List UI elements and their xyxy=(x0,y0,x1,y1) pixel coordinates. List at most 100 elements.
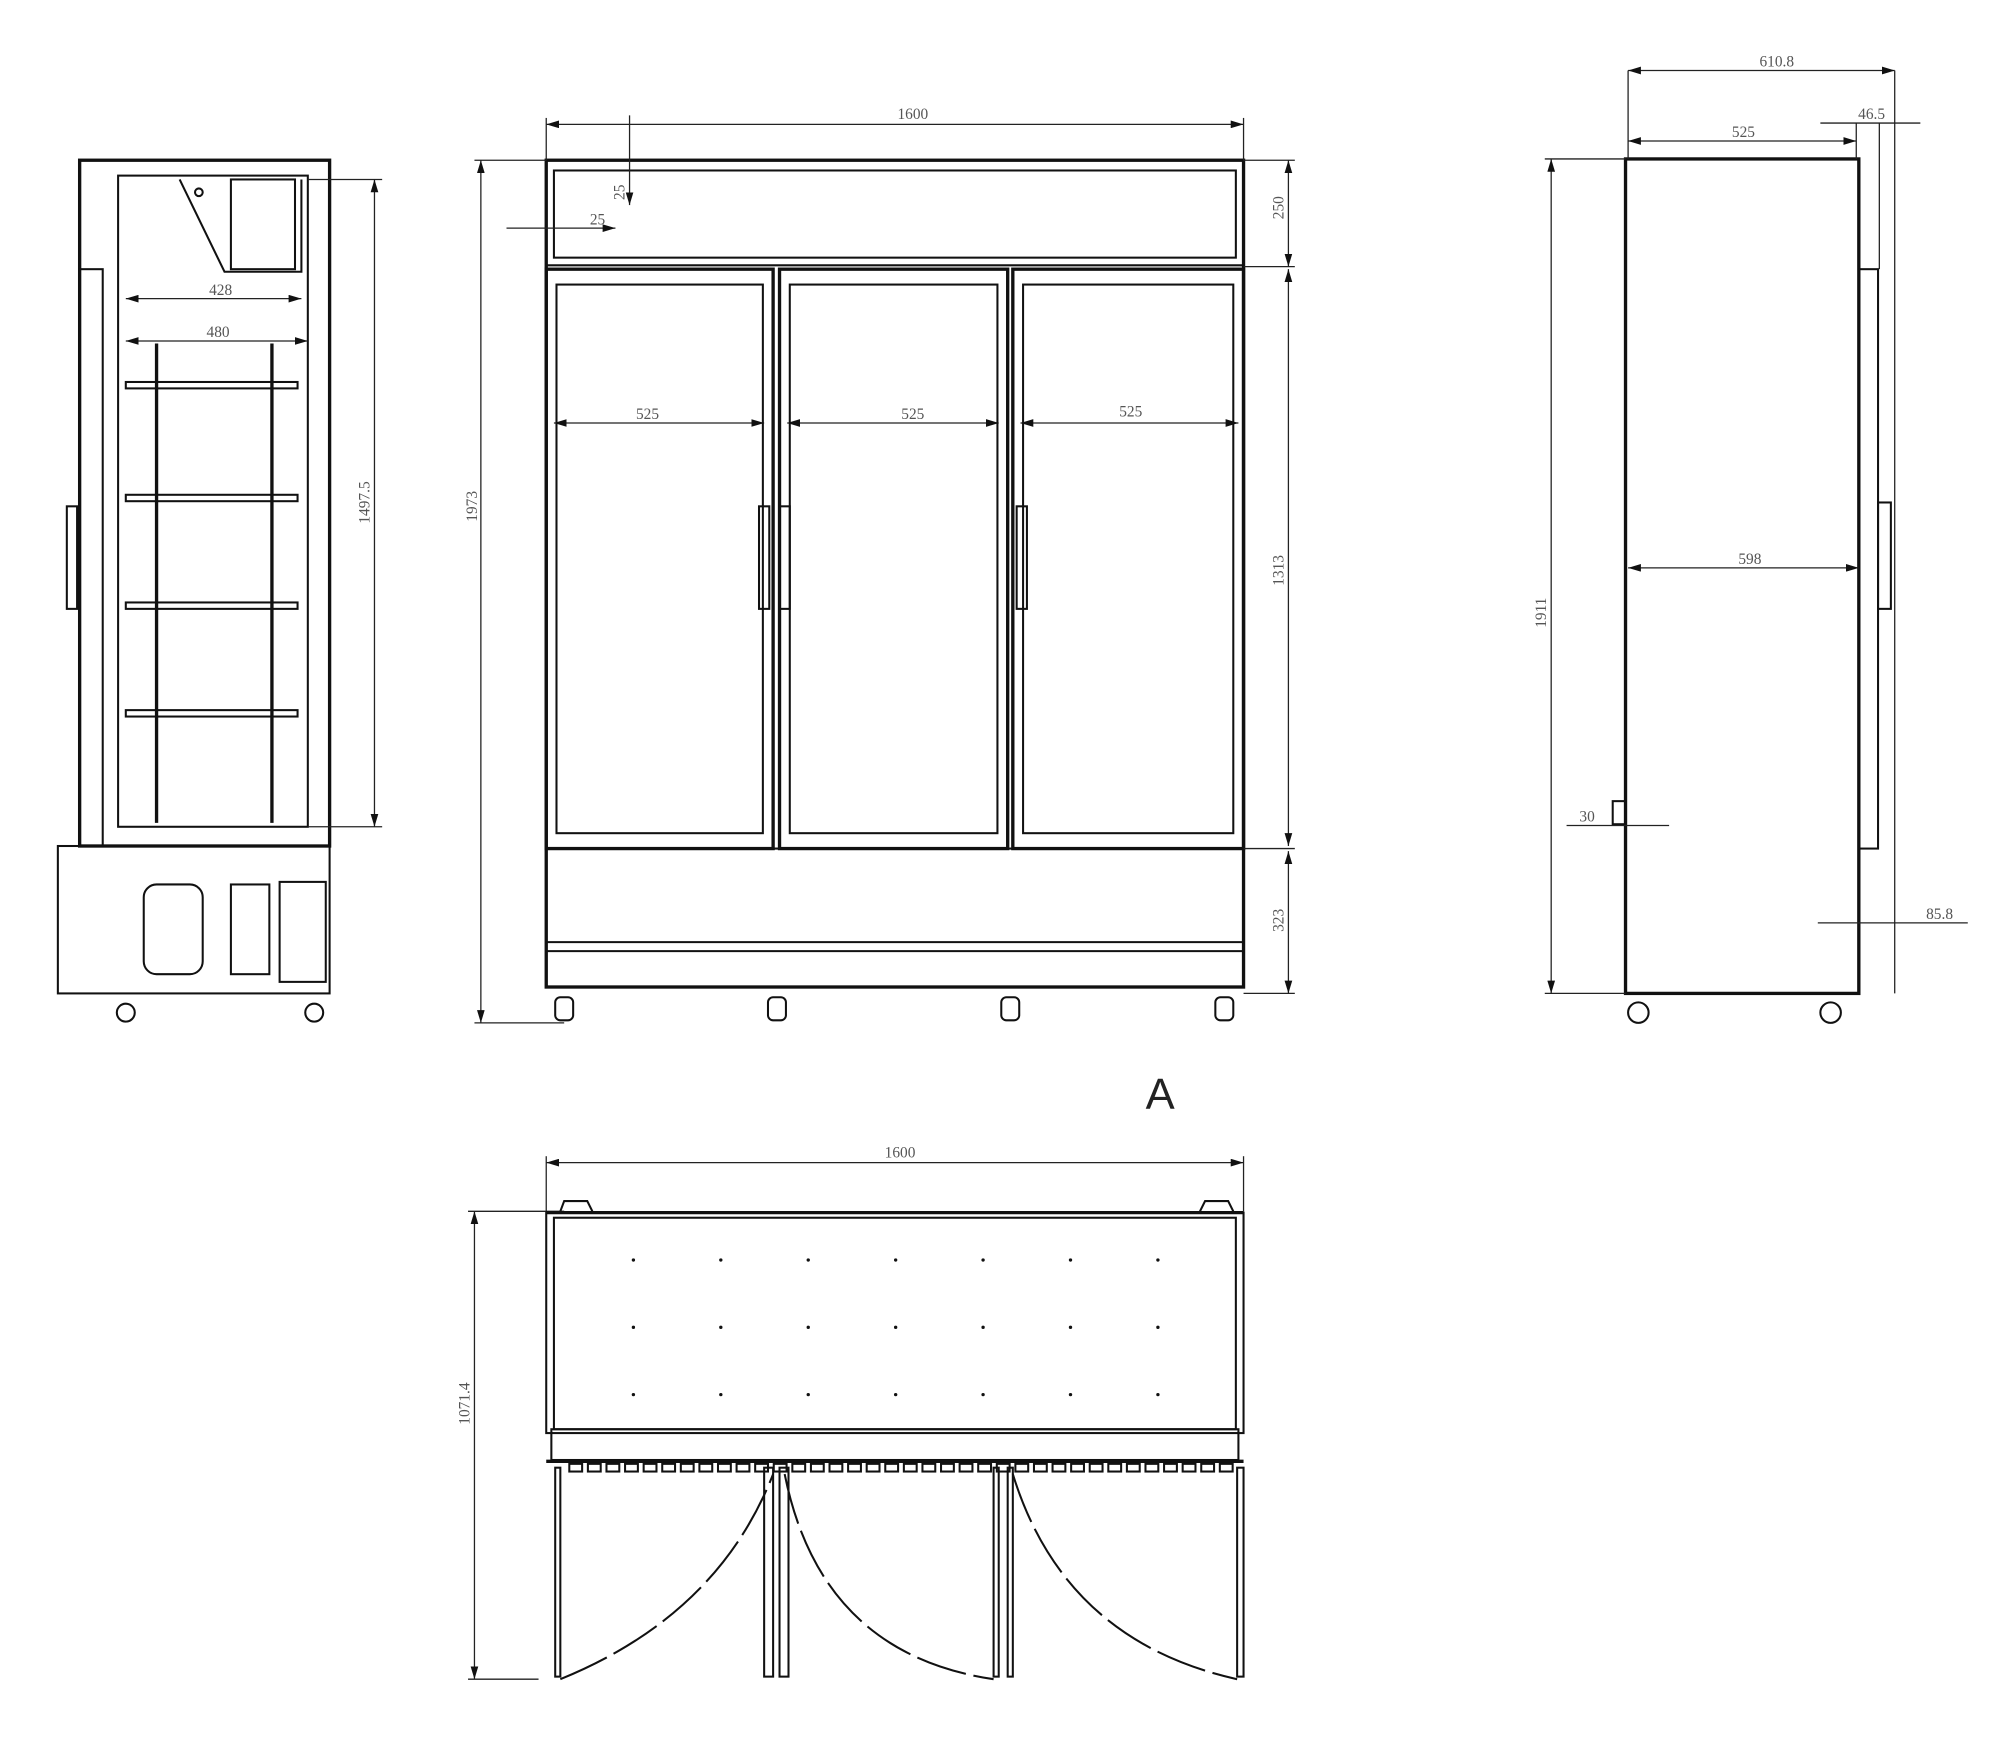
gasket-segment xyxy=(884,1462,900,1473)
gasket-segment xyxy=(1181,1462,1197,1473)
gasket-segment xyxy=(865,1462,881,1473)
mounting-dot xyxy=(893,1258,898,1262)
mounting-dot xyxy=(981,1258,985,1262)
dim-body-depth: 525 xyxy=(1732,124,1755,141)
mounting-dot xyxy=(1068,1325,1073,1329)
shelf xyxy=(124,493,299,503)
dim-inner-height: 1497.5 xyxy=(356,481,373,524)
foot xyxy=(766,996,787,1022)
shelf xyxy=(124,380,299,390)
door-handle xyxy=(757,505,771,610)
gasket-segment xyxy=(698,1462,714,1473)
gasket-segment xyxy=(661,1462,677,1473)
gasket-segment xyxy=(902,1462,918,1473)
gasket-segment xyxy=(1070,1462,1085,1473)
mounting-dot xyxy=(1068,1392,1073,1397)
gasket-segment xyxy=(642,1462,658,1473)
foot xyxy=(1214,996,1235,1022)
gasket-segment xyxy=(809,1462,825,1473)
gasket-segment xyxy=(1032,1462,1048,1473)
gasket-segment xyxy=(624,1462,639,1473)
dim-front-offset: 85.8 xyxy=(1926,906,1953,923)
gasket-segment xyxy=(1163,1462,1178,1473)
dim-depth-total: 610.8 xyxy=(1759,54,1794,71)
gasket-segment xyxy=(958,1462,974,1473)
door-glass xyxy=(1022,283,1235,835)
mounting-dot xyxy=(631,1325,636,1329)
mounting-dot xyxy=(631,1258,636,1262)
dim-inner-width-top: 428 xyxy=(209,282,232,299)
door-frame xyxy=(992,1466,1000,1678)
dim-top-width: 1600 xyxy=(885,1144,916,1161)
gasket-segment xyxy=(1014,1462,1030,1473)
gasket-segment xyxy=(847,1462,862,1473)
gasket-segment xyxy=(1200,1462,1216,1473)
mounting-dot xyxy=(719,1258,723,1262)
door-frame xyxy=(1006,1466,1014,1678)
gasket-segment xyxy=(735,1462,751,1473)
gasket-segment xyxy=(828,1462,844,1473)
mounting-dot xyxy=(981,1325,985,1329)
gasket-segment xyxy=(568,1462,584,1473)
door-frame xyxy=(1236,1466,1245,1678)
gasket-segment xyxy=(716,1462,732,1473)
door-frame xyxy=(778,1466,790,1678)
mounting-dot xyxy=(1068,1258,1073,1262)
gasket-segment xyxy=(586,1462,602,1473)
gasket-segment xyxy=(679,1462,695,1473)
dim-door-width-2: 525 xyxy=(901,406,924,423)
door xyxy=(777,267,1010,851)
view-label: A xyxy=(1146,1071,1175,1119)
gasket-segment xyxy=(1144,1462,1160,1473)
dim-door-width-3: 525 xyxy=(1119,404,1142,421)
dim-inner-depth: 598 xyxy=(1738,551,1761,568)
shelves xyxy=(124,380,299,718)
compressor xyxy=(142,883,204,976)
mounting-dot xyxy=(719,1392,723,1397)
foot xyxy=(554,996,575,1022)
shelf xyxy=(124,601,299,610)
mounting-dot xyxy=(1156,1392,1160,1397)
gasket-segment xyxy=(1088,1462,1104,1473)
door-glass xyxy=(555,283,764,835)
foot xyxy=(1000,996,1021,1022)
gasket-segment xyxy=(1218,1462,1234,1473)
dim-margin-top: 25 xyxy=(611,184,628,200)
gasket-segment xyxy=(940,1462,955,1473)
gasket-segment xyxy=(1051,1462,1067,1473)
mounting-dot xyxy=(806,1392,810,1397)
mounting-dot xyxy=(893,1325,898,1329)
side-view: 610.8 525 46.5 1911 598 30 85.8 xyxy=(1533,54,1968,1024)
mounting-dot xyxy=(893,1392,898,1397)
door xyxy=(544,267,775,851)
door-handle xyxy=(1015,505,1028,610)
dim-canopy-height: 250 xyxy=(1270,196,1287,219)
mounting-dot xyxy=(719,1325,723,1329)
gasket-segment xyxy=(921,1462,937,1473)
dim-margin-left: 25 xyxy=(590,211,606,228)
dim-door-height: 1313 xyxy=(1270,555,1287,586)
shelf xyxy=(124,709,299,718)
gasket-segment xyxy=(791,1462,807,1473)
dim-door-depth: 46.5 xyxy=(1858,106,1885,123)
dim-back-offset: 30 xyxy=(1579,809,1595,826)
dim-height: 1973 xyxy=(464,491,481,522)
mounting-dot xyxy=(806,1325,810,1329)
mounting-dot xyxy=(1156,1325,1160,1329)
gasket-segment xyxy=(1107,1462,1123,1473)
gasket-segment xyxy=(977,1462,993,1473)
gasket-segment xyxy=(1125,1462,1141,1473)
door-frame xyxy=(554,1466,562,1678)
dim-height: 1911 xyxy=(1533,598,1550,628)
mounting-dot xyxy=(806,1258,810,1262)
side-section-view: 428 480 1497.5 xyxy=(56,158,383,1023)
gasket-segment xyxy=(605,1462,621,1473)
top-view: 1600 1071.4 xyxy=(456,1144,1245,1681)
door-handle xyxy=(778,505,791,610)
door xyxy=(1011,267,1246,851)
dim-base-height: 323 xyxy=(1270,909,1287,932)
mounting-dot xyxy=(631,1392,636,1397)
dim-depth-open: 1071.4 xyxy=(456,1382,473,1425)
dim-inner-width: 480 xyxy=(207,324,230,341)
